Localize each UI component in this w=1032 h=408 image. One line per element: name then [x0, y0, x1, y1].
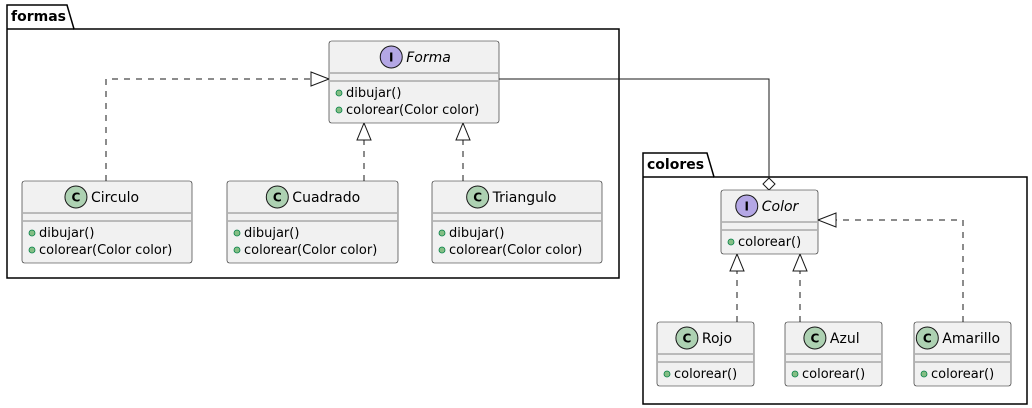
realization-arrowhead — [816, 212, 837, 228]
class-badge-icon — [675, 326, 699, 350]
class-circulo: C Circulo dibujar() colorear(Color color) — [21, 180, 193, 264]
class-method: dibujar() — [244, 226, 299, 241]
class-forma: I Forma dibujar() colorear(Color color) — [328, 40, 500, 124]
realization-arrowhead — [729, 252, 745, 272]
class-name: Color — [762, 199, 800, 215]
class-amarillo: C Amarillo colorear() — [913, 321, 1012, 387]
public-visibility-icon — [28, 229, 36, 237]
badge-letter: C — [810, 332, 819, 346]
class-triangulo: C Triangulo dibujar() colorear(Color color) — [431, 180, 603, 264]
class-badge-icon — [915, 326, 939, 350]
class-method: dibujar() — [449, 226, 504, 241]
realization-amarillo-color — [818, 219, 964, 322]
badge-letter: C — [682, 332, 691, 346]
public-visibility-icon — [438, 246, 446, 254]
package-title-colores: colores — [647, 157, 704, 173]
class-badge-icon — [803, 326, 827, 350]
public-visibility-icon — [920, 370, 928, 378]
interface-badge-icon — [379, 45, 403, 69]
package-colores: colores — [642, 152, 1028, 405]
class-rojo: C Rojo colorear() — [656, 321, 755, 387]
class-badge-icon — [64, 185, 88, 209]
interface-badge-icon — [735, 194, 759, 218]
badge-letter: I — [745, 200, 749, 214]
class-name: Triangulo — [492, 190, 557, 206]
class-name: Rojo — [702, 331, 732, 347]
public-visibility-icon — [233, 229, 241, 237]
class-name: Azul — [830, 331, 860, 347]
class-name: Amarillo — [942, 331, 1000, 347]
class-method: colorear() — [931, 367, 994, 382]
class-method: dibujar() — [346, 86, 401, 101]
class-cuadrado: C Cuadrado dibujar() colorear(Color color) — [226, 180, 399, 264]
aggregation-diamond — [762, 177, 776, 191]
public-visibility-icon — [335, 106, 343, 114]
class-method: colorear() — [802, 367, 865, 382]
classes: I Forma dibujar() colorear(Color color) C Cir… — [21, 40, 1012, 387]
public-visibility-icon — [438, 229, 446, 237]
public-visibility-icon — [663, 370, 671, 378]
badge-letter: C — [273, 191, 282, 205]
class-name: Circulo — [91, 190, 139, 206]
realization-arrowhead — [310, 71, 331, 87]
relations — [105, 71, 964, 322]
class-color: I Color colorear() — [720, 189, 819, 255]
realization-circulo-forma — [105, 78, 329, 181]
badge-letter: I — [389, 51, 393, 65]
class-azul: C Azul colorear() — [784, 321, 883, 387]
badge-letter: C — [923, 332, 932, 346]
public-visibility-icon — [791, 370, 799, 378]
public-visibility-icon — [28, 246, 36, 254]
class-method: colorear(Color color) — [244, 243, 377, 258]
realization-arrowhead — [792, 252, 808, 272]
badge-letter: C — [72, 191, 81, 205]
badge-letter: C — [473, 191, 482, 205]
realization-arrowhead — [455, 121, 471, 141]
public-visibility-icon — [335, 89, 343, 97]
package-formas: formas — [6, 4, 620, 279]
aggregation-forma-color — [499, 78, 770, 178]
class-method: colorear() — [674, 367, 737, 382]
class-name: Forma — [406, 50, 451, 66]
realization-arrowhead — [356, 121, 372, 141]
public-visibility-icon — [233, 246, 241, 254]
class-method: colorear(Color color) — [346, 103, 479, 118]
class-badge-icon — [265, 185, 289, 209]
class-method: colorear(Color color) — [449, 243, 582, 258]
public-visibility-icon — [727, 238, 735, 246]
package-title-formas: formas — [11, 9, 66, 25]
class-method: colorear(Color color) — [39, 243, 172, 258]
class-method: dibujar() — [39, 226, 94, 241]
class-name: Cuadrado — [292, 190, 360, 206]
class-badge-icon — [466, 185, 490, 209]
class-method: colorear() — [738, 235, 801, 250]
